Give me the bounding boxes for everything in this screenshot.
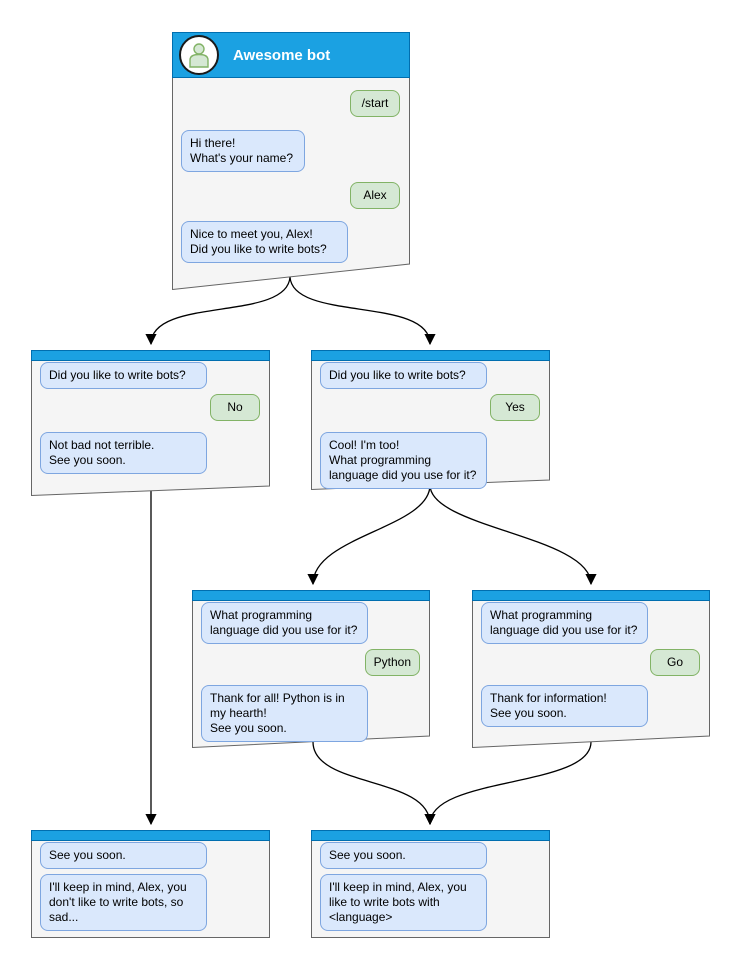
node-branch-python: What programming language did you use fo… <box>192 590 430 748</box>
user-message-answer: Go <box>650 649 700 676</box>
connector-go-to-end <box>424 741 592 826</box>
user-message-answer: No <box>210 394 260 421</box>
node-branch-go: What programming language did you use fo… <box>472 590 710 748</box>
bot-header: Awesome bot <box>172 32 410 78</box>
bot-message-reply: I'll keep in mind, Alex, you don't like … <box>40 874 207 931</box>
node-end-language-titlebar <box>311 830 550 841</box>
bot-message-reply: I'll keep in mind, Alex, you like to wri… <box>320 874 487 931</box>
bot-message-question: What programming language did you use fo… <box>201 602 368 644</box>
bot-message-question: Did you like to write bots? <box>320 362 487 389</box>
connector-yes-to-go <box>429 484 597 586</box>
bot-message-question: What programming language did you use fo… <box>481 602 648 644</box>
bot-title: Awesome bot <box>233 46 331 64</box>
connector-yes-to-python <box>307 484 431 586</box>
node-end-language: See you soon. I'll keep in mind, Alex, y… <box>311 830 550 938</box>
bot-message-ask-bots: Nice to meet you, Alex! Did you like to … <box>181 221 348 263</box>
user-message-answer: Python <box>364 649 420 676</box>
connector-python-to-end <box>312 741 436 826</box>
node-end-no: See you soon. I'll keep in mind, Alex, y… <box>31 830 270 938</box>
node-branch-yes-titlebar <box>311 350 550 361</box>
connector-root-to-yes <box>289 276 436 346</box>
user-message-answer: Yes <box>490 394 540 421</box>
node-end-no-titlebar <box>31 830 270 841</box>
person-icon <box>179 35 219 75</box>
user-message-start: /start <box>350 90 400 117</box>
bot-message-reply: Not bad not terrible. See you soon. <box>40 432 207 474</box>
bot-message-reply: Cool! I'm too! What programming language… <box>320 432 487 489</box>
user-message-name: Alex <box>350 182 400 209</box>
node-branch-go-titlebar <box>472 590 710 601</box>
bot-message-ask-name: Hi there! What's your name? <box>181 130 305 172</box>
bot-message-question: See you soon. <box>40 842 207 869</box>
bot-message-reply: Thank for information! See you soon. <box>481 685 648 727</box>
node-awesome-bot: Awesome bot /start Hi there! What's your… <box>172 32 410 290</box>
node-branch-yes: Did you like to write bots? Yes Cool! I'… <box>311 350 550 490</box>
bot-message-question: Did you like to write bots? <box>40 362 207 389</box>
bot-message-reply: Thank for all! Python is in my hearth! S… <box>201 685 368 742</box>
node-branch-no-titlebar <box>31 350 270 361</box>
connector-root-to-no <box>145 276 291 346</box>
node-branch-no: Did you like to write bots? No Not bad n… <box>31 350 270 496</box>
node-branch-python-titlebar <box>192 590 430 601</box>
bot-message-question: See you soon. <box>320 842 487 869</box>
